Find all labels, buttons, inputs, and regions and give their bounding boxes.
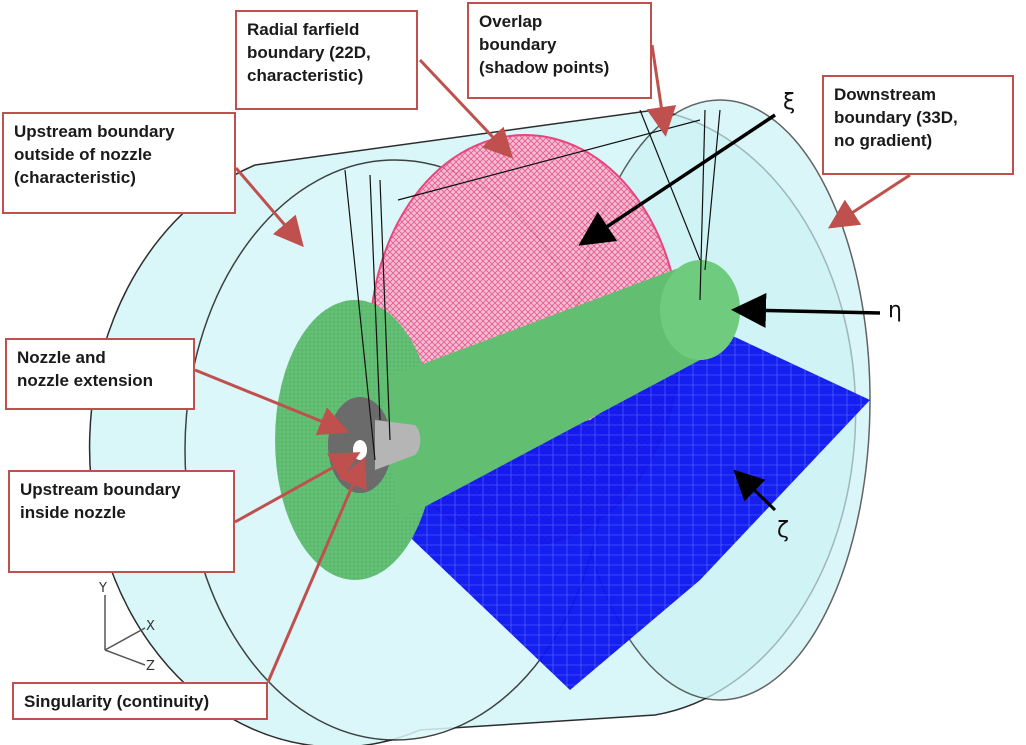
arrow-xi [578, 113, 776, 246]
arrow-downstream [827, 173, 911, 229]
arrow-eta [731, 292, 881, 328]
arrow-singularity [266, 456, 367, 683]
callout-singularity: Singularity (continuity) [12, 682, 268, 720]
jet-cylinder [380, 260, 740, 520]
callout-overlap: Overlap boundary (shadow points) [467, 2, 652, 99]
arrow-upstream-outside [234, 167, 304, 248]
callout-radial-farfield: Radial farfield boundary (22D, character… [235, 10, 418, 110]
label-xi: ξ [783, 90, 796, 115]
axis-triad: Y X Z [98, 581, 155, 674]
arrow-upstream-inside [234, 452, 361, 524]
axis-z-label: Z [146, 659, 155, 674]
axis-x-label: X [146, 619, 155, 634]
callout-downstream: Downstream boundary (33D, no gradient) [822, 75, 1014, 175]
arrow-zeta [733, 469, 777, 512]
callout-upstream-outside: Upstream boundary outside of nozzle (cha… [2, 112, 236, 214]
label-zeta: ζ [777, 518, 789, 543]
callout-upstream-inside: Upstream boundary inside nozzle [8, 470, 235, 573]
axis-y-label: Y [98, 581, 107, 596]
callout-nozzle: Nozzle and nozzle extension [5, 338, 195, 410]
arrow-nozzle [194, 368, 350, 436]
symmetry-plane-mesh [350, 330, 870, 690]
arrow-overlap [646, 44, 677, 137]
label-eta: η [888, 298, 902, 323]
nozzle-body [375, 420, 421, 470]
arrow-radial-farfield [418, 58, 514, 159]
